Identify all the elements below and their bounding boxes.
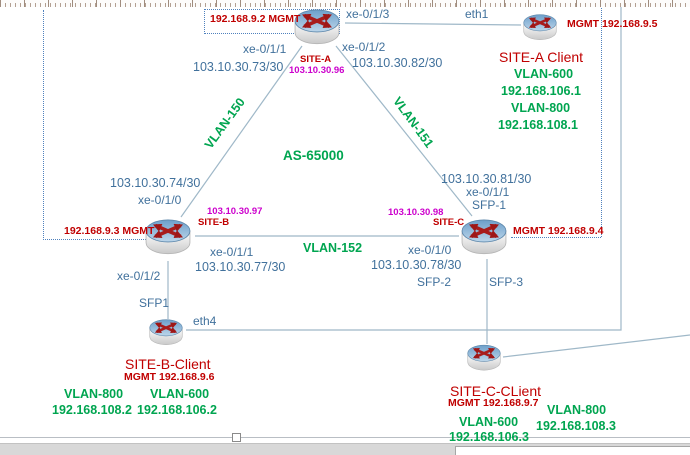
link-sitea-clienta[interactable] bbox=[344, 22, 522, 26]
client-a-vlan600-label: VLAN-600 bbox=[514, 67, 574, 81]
link-clientc-right[interactable] bbox=[502, 334, 690, 358]
site-a-mgmt-label: 192.168.9.2 MGMT bbox=[210, 13, 301, 25]
site-a-ip-to-c-label: 103.10.30.82/30 bbox=[352, 56, 443, 70]
site-b-if-to-client-label: xe-0/1/2 bbox=[117, 269, 161, 283]
mgmt-dotted-left-vertical[interactable] bbox=[43, 10, 44, 240]
client-b-ip108-label: 192.168.108.2 bbox=[52, 403, 132, 417]
link-sitea-sitec[interactable] bbox=[335, 45, 473, 217]
client-b-vlan800-label: VLAN-800 bbox=[64, 387, 124, 401]
site-c-sfp2-label: SFP-2 bbox=[417, 275, 452, 289]
ruler-major-ticks bbox=[0, 0, 690, 7]
site-a-name-label: SITE-A bbox=[300, 54, 332, 65]
page-edge-box bbox=[455, 446, 690, 455]
horizontal-ruler bbox=[0, 0, 690, 7]
site-c-name-label: SITE-C bbox=[433, 217, 465, 228]
client-a-ip106-label: 192.168.106.1 bbox=[501, 84, 581, 98]
mgmt-dotted-box-sitea[interactable] bbox=[204, 9, 340, 34]
router-client-b[interactable] bbox=[146, 315, 186, 348]
site-b-ip-to-a-label: 103.10.30.74/30 bbox=[110, 176, 201, 190]
client-b-eth4-label: eth4 bbox=[193, 314, 217, 328]
site-b-ip-to-c-label: 103.10.30.77/30 bbox=[195, 260, 286, 274]
site-c-ip-to-a-label: 103.10.30.81/30 bbox=[441, 172, 532, 186]
client-b-mgmt-label: MGMT 192.168.9.6 bbox=[124, 371, 215, 383]
client-c-ip106-label: 192.168.106.3 bbox=[449, 430, 529, 444]
site-c-sfp1-label: SFP-1 bbox=[472, 198, 507, 212]
router-site-c[interactable] bbox=[457, 213, 511, 259]
client-b-sfp1-label: SFP1 bbox=[139, 296, 170, 310]
site-b-if-to-c-label: xe-0/1/1 bbox=[210, 245, 254, 259]
site-b-loopback-label: 103.10.30.97 bbox=[207, 206, 263, 217]
site-a-loopback-label: 103.10.30.96 bbox=[289, 65, 345, 76]
site-c-if-to-a-label: xe-0/1/1 bbox=[466, 185, 510, 199]
mgmt-dotted-left-horizontal[interactable] bbox=[43, 239, 150, 240]
client-c-name-label: SITE-C-CLient bbox=[450, 383, 542, 399]
client-a-vlan800-label: VLAN-800 bbox=[511, 101, 571, 115]
client-c-vlan600-label: VLAN-600 bbox=[459, 415, 519, 429]
site-c-ip-to-b-label: 103.10.30.78/30 bbox=[371, 258, 462, 272]
client-b-ip106-label: 192.168.106.2 bbox=[137, 403, 217, 417]
site-a-if-xe013-label: xe-0/1/3 bbox=[346, 7, 390, 21]
site-b-if-to-a-label: xe-0/1/0 bbox=[138, 193, 182, 207]
client-b-vlan600-label: VLAN-600 bbox=[150, 387, 210, 401]
selection-handle[interactable] bbox=[232, 433, 241, 442]
site-a-if-xe012-label: xe-0/1/2 bbox=[342, 40, 386, 54]
client-a-ip108-label: 192.168.108.1 bbox=[498, 118, 578, 132]
mgmt-dotted-right-horizontal[interactable] bbox=[511, 237, 601, 238]
router-client-c[interactable] bbox=[464, 340, 504, 374]
link-clientb-eth4[interactable] bbox=[186, 7, 622, 331]
vlan152-label: VLAN-152 bbox=[303, 241, 363, 255]
mgmt-dotted-right-vertical[interactable] bbox=[601, 8, 602, 237]
site-c-mgmt-label: MGMT 192.168.9.4 bbox=[513, 225, 604, 237]
site-a-if-xe011-label: xe-0/1/1 bbox=[243, 42, 287, 56]
site-b-mgmt-label: 192.168.9.3 MGMT bbox=[64, 225, 155, 237]
link-sitea-siteb[interactable] bbox=[180, 45, 303, 218]
client-c-vlan800-label: VLAN-800 bbox=[547, 403, 607, 417]
site-a-ip-to-b-label: 103.10.30.73/30 bbox=[193, 60, 284, 74]
site-c-if-to-b-label: xe-0/1/0 bbox=[408, 243, 452, 257]
client-c-ip108-label: 192.168.108.3 bbox=[536, 419, 616, 433]
as-number-label: AS-65000 bbox=[283, 148, 344, 163]
router-client-a[interactable] bbox=[520, 10, 560, 43]
client-a-port-label: eth1 bbox=[465, 7, 489, 21]
client-b-name-label: SITE-B-Client bbox=[125, 356, 211, 372]
site-c-loopback-label: 103.10.30.98 bbox=[388, 207, 444, 218]
client-a-mgmt-label: MGMT 192.168.9.5 bbox=[567, 18, 658, 30]
client-c-mgmt-label: MGMT 192.168.9.7 bbox=[448, 397, 539, 409]
site-b-name-label: SITE-B bbox=[198, 217, 230, 228]
client-a-name-label: SITE-A Client bbox=[499, 49, 584, 65]
router-site-a[interactable] bbox=[290, 4, 344, 48]
shape-boundary-line bbox=[0, 437, 690, 438]
site-c-sfp3-label: SFP-3 bbox=[489, 275, 524, 289]
